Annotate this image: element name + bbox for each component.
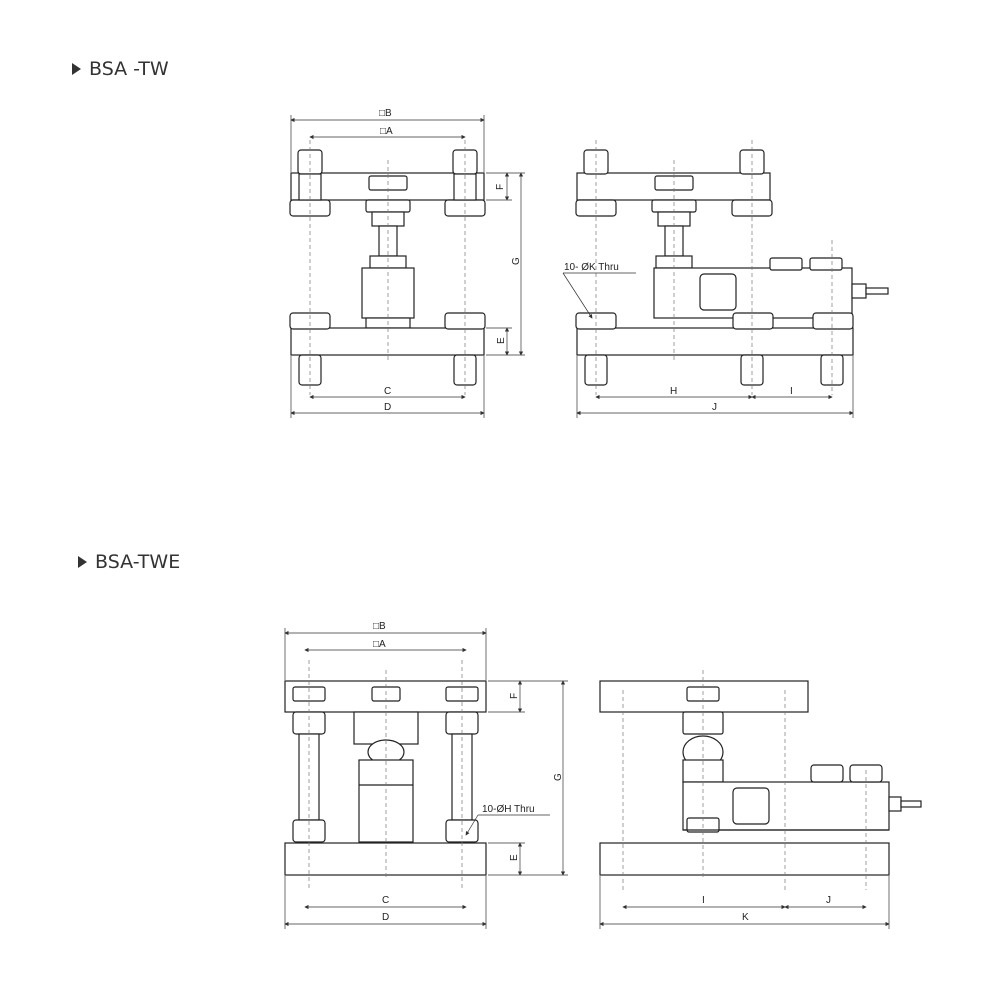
triangle-bullet-icon [78,556,87,568]
tw-label-hole: 10- ØK Thru [564,262,619,273]
tw-label-g: G [511,257,522,265]
tw-label-a: □A [380,126,393,137]
twe-side-view [599,670,922,929]
twe-label-k: K [742,912,749,923]
twe-label-e: E [509,854,520,861]
tw-label-e: E [496,337,507,344]
section-title-tw-text: BSA -TW [89,58,169,80]
tw-label-b: □B [379,108,392,119]
tw-label-i: I [790,386,793,397]
tw-side-view [562,140,889,418]
twe-label-g: G [553,773,564,781]
twe-label-c: C [382,895,389,906]
triangle-bullet-icon [72,63,81,75]
tw-label-d: D [384,402,391,413]
section-title-tw: BSA -TW [72,58,169,80]
twe-label-hole: 10-ØH Thru [482,804,535,815]
section-title-twe-text: BSA-TWE [95,551,181,573]
twe-label-a: □A [373,639,386,650]
twe-label-d: D [382,912,389,923]
tw-front-view [289,115,525,418]
twe-label-b: □B [373,621,386,632]
tw-label-c: C [384,386,391,397]
twe-label-j: J [826,895,831,906]
twe-label-i: I [702,895,705,906]
tw-label-h: H [670,386,677,397]
tw-label-f: F [495,184,506,190]
twe-label-f: F [509,693,520,699]
tw-label-j: J [712,402,717,413]
twe-front-view [284,628,568,929]
section-title-twe: BSA-TWE [78,551,180,573]
